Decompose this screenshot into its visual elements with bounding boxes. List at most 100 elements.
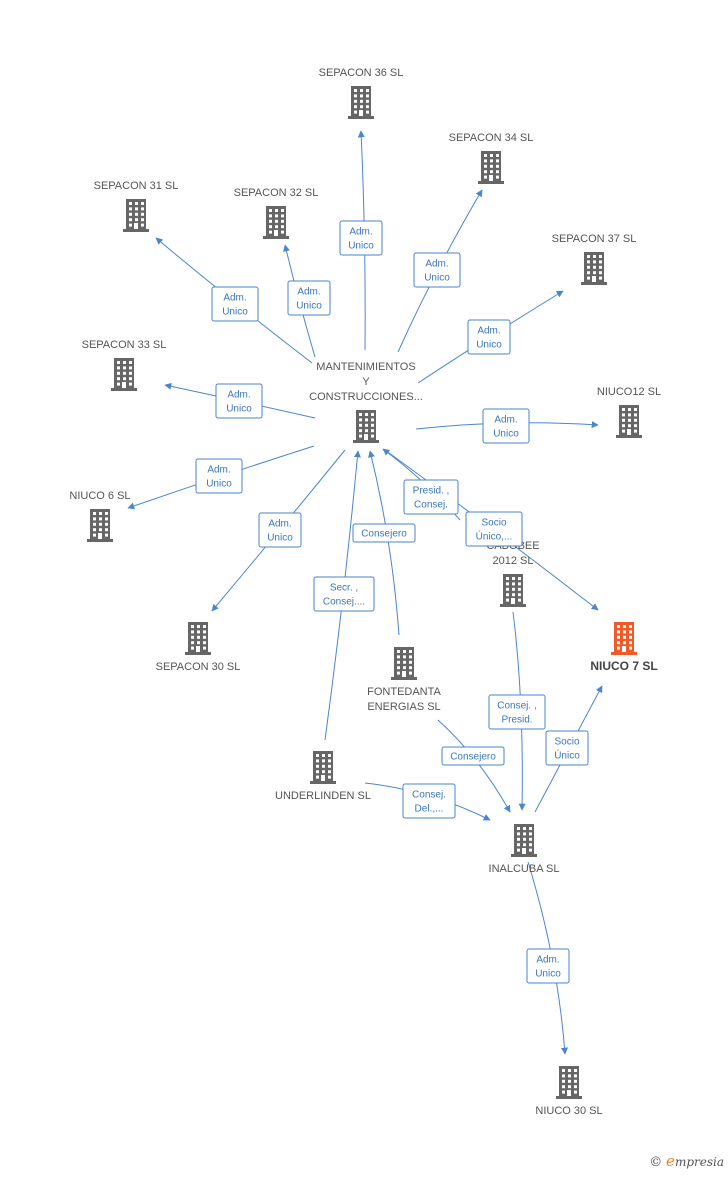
edge-label-box bbox=[195, 458, 243, 494]
edge-label-text: Único,... bbox=[476, 530, 513, 543]
building-icon bbox=[185, 622, 211, 655]
node-niuco6[interactable]: NIUCO 6 SL bbox=[69, 490, 131, 542]
edge-label-text: Unico bbox=[493, 429, 519, 440]
edge-label-box bbox=[467, 319, 511, 355]
edge-label-text: Presid. , bbox=[413, 486, 450, 497]
node-sepacon36[interactable]: SEPACON 36 SL bbox=[319, 67, 404, 119]
node-cabobee[interactable]: CABOBEE2012 SL bbox=[486, 540, 540, 607]
building-icon bbox=[391, 647, 417, 680]
edge-label-box bbox=[339, 220, 383, 256]
edge-label-text: Adm. bbox=[207, 465, 230, 476]
edge-label-text: Adm. bbox=[227, 390, 250, 401]
edge-label-text: Único bbox=[554, 749, 580, 762]
edge-label-text: Adm. bbox=[494, 415, 517, 426]
edge-label-text: Consejero bbox=[450, 752, 496, 763]
edge-label-text: Unico bbox=[476, 340, 502, 351]
node-label: SEPACON 37 SL bbox=[552, 233, 637, 245]
building-icon bbox=[123, 199, 149, 232]
edge-label-box bbox=[465, 511, 523, 547]
edge-label-box bbox=[258, 512, 302, 548]
edge-label[interactable]: Adm. Unico bbox=[287, 280, 331, 316]
edge-label-text: Unico bbox=[222, 307, 248, 318]
edge-label[interactable]: Adm. Unico bbox=[258, 512, 302, 548]
building-icon bbox=[310, 751, 336, 784]
edge-label-text: Adm. bbox=[297, 287, 320, 298]
node-label: SEPACON 30 SL bbox=[156, 661, 241, 673]
edge-label[interactable]: Adm. Unico bbox=[211, 286, 259, 322]
edge-label-text: Presid. bbox=[501, 715, 532, 726]
node-sepacon30[interactable]: SEPACON 30 SL bbox=[156, 622, 241, 673]
node-label: Y bbox=[362, 376, 370, 388]
building-icon bbox=[556, 1066, 582, 1099]
edge-label-text: Del.,... bbox=[415, 804, 444, 815]
edge-label[interactable]: Adm. Unico bbox=[413, 252, 461, 288]
edge-label-box bbox=[545, 730, 589, 766]
edge-label[interactable]: Adm.Unico bbox=[339, 220, 383, 256]
edge-label-text: Unico bbox=[267, 533, 293, 544]
node-label: SEPACON 32 SL bbox=[234, 187, 319, 199]
node-sepacon32[interactable]: SEPACON 32 SL bbox=[234, 187, 319, 239]
building-icon bbox=[616, 405, 642, 438]
edge-label-text: Adm. bbox=[425, 259, 448, 270]
node-label: FONTEDANTA bbox=[367, 686, 441, 698]
edge-label[interactable]: Adm. Unico bbox=[482, 408, 530, 444]
edge-label[interactable]: Adm.Unico bbox=[526, 948, 570, 984]
node-niuco7[interactable]: NIUCO 7 SL bbox=[590, 622, 658, 673]
edge-label-box bbox=[482, 408, 530, 444]
building-icon bbox=[478, 151, 504, 184]
node-niuco30[interactable]: NIUCO 30 SL bbox=[535, 1066, 603, 1117]
edge-label-text: Consej. bbox=[414, 500, 448, 511]
edge-label-text: Socio bbox=[481, 518, 506, 529]
watermark: © empresia bbox=[649, 1152, 724, 1170]
edge-label[interactable]: Presid. , Consej. bbox=[403, 479, 459, 515]
edge-label-box bbox=[413, 252, 461, 288]
edge-label-box bbox=[441, 746, 505, 766]
edge-label[interactable]: Secr. , Consej.... bbox=[313, 576, 375, 612]
edge-label-box bbox=[215, 383, 263, 419]
edge-label-text: Adm. bbox=[536, 955, 559, 966]
node-label: SEPACON 33 SL bbox=[82, 339, 167, 351]
node-underlinden[interactable]: UNDERLINDEN SL bbox=[275, 751, 371, 802]
edge-label-text: Unico bbox=[296, 301, 322, 312]
edge-label-text: Secr. , bbox=[330, 583, 358, 594]
edge-label-box bbox=[313, 576, 375, 612]
node-label: NIUCO12 SL bbox=[597, 386, 661, 398]
node-label: 2012 SL bbox=[493, 555, 534, 567]
edge-label[interactable]: SocioÚnico,... bbox=[465, 511, 523, 547]
edge-labels-layer: Adm.UnicoAdm.UnicoAdm.UnicoAdm.UnicoAdm.… bbox=[195, 220, 589, 984]
edge-label[interactable]: Adm. Unico bbox=[467, 319, 511, 355]
node-label: NIUCO 7 SL bbox=[590, 659, 657, 673]
node-label: MANTENIMIENTOS bbox=[316, 361, 415, 373]
edge-label[interactable]: Consejero bbox=[352, 523, 416, 543]
edge-label-text: Adm. bbox=[349, 227, 372, 238]
node-sepacon34[interactable]: SEPACON 34 SL bbox=[449, 132, 534, 184]
edge-label-text: Adm. bbox=[223, 293, 246, 304]
node-inalcuba[interactable]: INALCUBA SL bbox=[489, 824, 560, 875]
edge-label-box bbox=[352, 523, 416, 543]
edge-label[interactable]: Consej.Del.,... bbox=[402, 783, 456, 819]
node-label: CONSTRUCCIONES... bbox=[309, 391, 423, 403]
edge-label[interactable]: Consejero bbox=[441, 746, 505, 766]
edge-label[interactable]: Adm. Unico bbox=[215, 383, 263, 419]
node-label: SEPACON 34 SL bbox=[449, 132, 534, 144]
building-icon bbox=[611, 622, 637, 655]
edge-label-text: Consej. , bbox=[497, 701, 536, 712]
node-center[interactable]: MANTENIMIENTOS Y CONSTRUCCIONES... bbox=[309, 361, 423, 443]
edge-label[interactable]: Adm. Unico bbox=[195, 458, 243, 494]
node-sepacon37[interactable]: SEPACON 37 SL bbox=[552, 233, 637, 285]
edge-label-text: Unico bbox=[226, 404, 252, 415]
building-icon bbox=[87, 509, 113, 542]
node-niuco12[interactable]: NIUCO12 SL bbox=[597, 386, 661, 438]
edge-label-text: Unico bbox=[424, 273, 450, 284]
edge-label-text: Consej.... bbox=[323, 597, 365, 608]
node-label: SEPACON 31 SL bbox=[94, 180, 179, 192]
node-sepacon31[interactable]: SEPACON 31 SL bbox=[94, 180, 179, 232]
edge-label-text: Adm. bbox=[477, 326, 500, 337]
copyright-symbol: © bbox=[649, 1155, 663, 1170]
edge-label[interactable]: Consej. , Presid. bbox=[488, 694, 546, 730]
edge-label-text: Unico bbox=[206, 479, 232, 490]
node-sepacon33[interactable]: SEPACON 33 SL bbox=[82, 339, 167, 391]
edge-label-text: Adm. bbox=[268, 519, 291, 530]
